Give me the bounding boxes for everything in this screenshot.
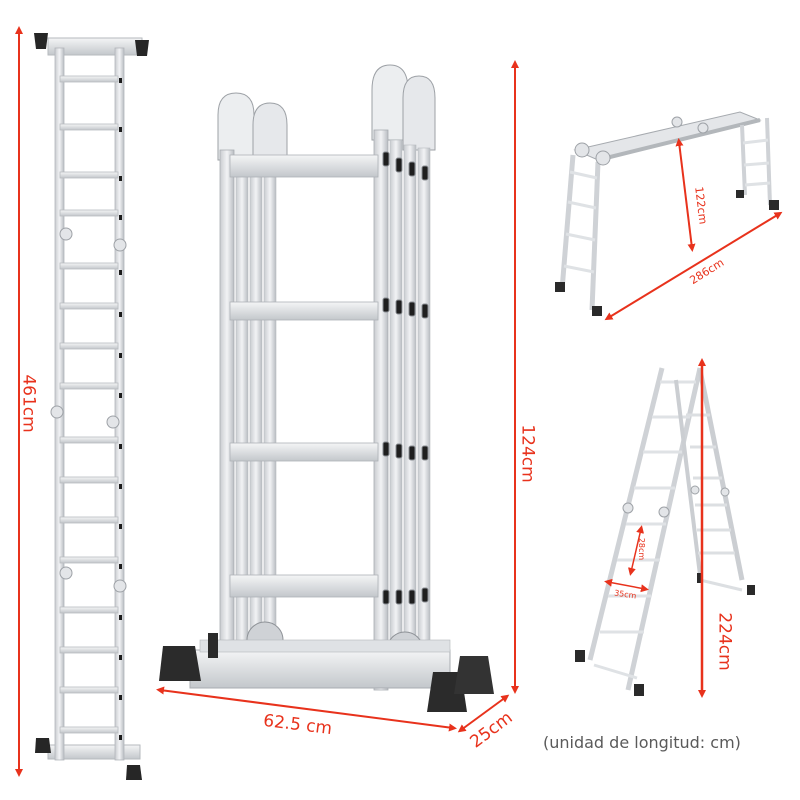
dimension-rung-spacing: 28cm (637, 537, 647, 561)
dimension-extended-length: 461cm (18, 374, 39, 433)
extended-ladder-illustration (15, 26, 149, 780)
dimension-a-frame-height: 224cm (714, 612, 735, 671)
dimension-folded-height: 124cm (517, 424, 538, 483)
unit-footnote: (unidad de longitud: cm) (543, 733, 741, 752)
folded-ladder-illustration (156, 60, 519, 733)
scaffold-mode-illustration (555, 111, 783, 321)
a-frame-mode-illustration (575, 358, 755, 698)
